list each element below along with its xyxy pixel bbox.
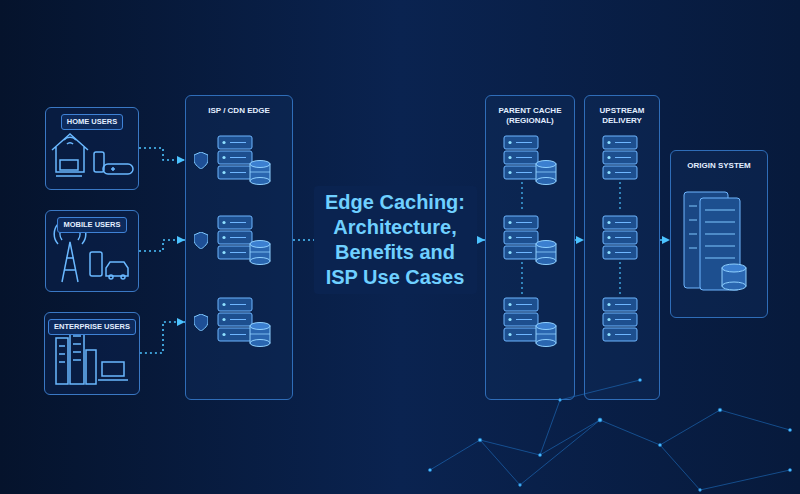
dotted-arrow [139,148,185,160]
group-label: HOME USERS [61,114,123,130]
dotted-arrow [293,239,485,241]
dotted-arrow [660,239,670,241]
server-icon [603,216,637,259]
shield-icon [194,314,208,331]
title-patch: Edge Caching: Architecture, Benefits and… [314,186,477,294]
server-icon [218,298,270,347]
shield-icon [194,152,208,169]
group-label: MOBILE USERS [57,217,126,233]
shield-icon [194,232,208,249]
origin-rack [684,192,746,290]
home-icons [52,134,133,176]
server-icon [603,136,637,179]
enterprise-icons [56,328,128,384]
server-icon [218,216,270,265]
user-group-box: MOBILE USERS [45,210,139,292]
group-label: ENTERPRISE USERS [48,319,136,335]
parent-servers [504,136,556,347]
server-icon [504,136,556,185]
user-group-box: HOME USERS [45,107,139,190]
edge-servers [194,136,270,347]
network-texture [428,378,791,491]
mobile-icons [54,224,128,282]
server-icon [504,216,556,265]
server-icon [603,298,637,341]
diagram-title: Edge Caching: Architecture, Benefits and… [318,190,473,290]
dotted-arrow [140,322,185,353]
server-icon [504,298,556,347]
dotted-arrow [575,239,584,241]
tier-label: PARENT CACHE (REGIONAL) [486,106,574,127]
dotted-arrow [139,240,185,251]
server-icon [218,136,270,185]
tier-label: ISP / CDN EDGE [186,106,292,116]
upstream-servers [603,136,637,341]
tier-label: UPSTREAM DELIVERY [585,106,659,127]
user-group-box: ENTERPRISE USERS [44,312,140,395]
tier-label: ORIGIN SYSTEM [671,161,767,171]
